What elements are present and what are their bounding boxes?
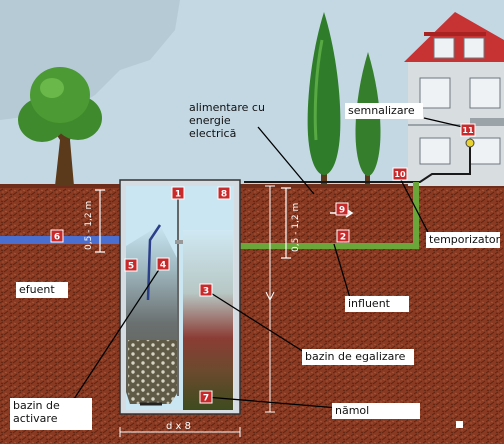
svg-text:11: 11 [462, 126, 474, 135]
svg-text:9: 9 [339, 206, 345, 216]
marker-1: 1 [171, 186, 185, 200]
power-cable [244, 146, 471, 183]
svg-text:8: 8 [221, 190, 227, 200]
marker-7: 7 [199, 390, 213, 404]
marker-6: 6 [50, 229, 64, 243]
height-dim-right [265, 185, 275, 413]
marker-11: 11 [460, 123, 476, 137]
label-power-supply: alimentare cu energie electrică [189, 101, 265, 140]
depth-left-text: 0,5 - 1,2 m [84, 201, 94, 250]
marker-10: 10 [392, 167, 408, 181]
marker-5: 5 [124, 258, 138, 272]
label-equalization-basin: bazin de egalizare [302, 349, 414, 365]
marker-8: 8 [217, 186, 231, 200]
label-effluent: efuent [16, 282, 68, 298]
svg-text:3: 3 [203, 287, 209, 297]
width-dim [119, 427, 241, 437]
svg-text:2: 2 [340, 233, 346, 243]
depth-dim-right [281, 187, 291, 259]
tank [119, 179, 241, 415]
label-sludge: nămol [332, 403, 420, 419]
round-tree [18, 67, 102, 186]
house [404, 12, 504, 186]
small-white-square [456, 421, 463, 428]
equalization-chamber [183, 230, 233, 410]
marker-4: 4 [156, 257, 170, 271]
svg-text:10: 10 [394, 170, 406, 179]
svg-text:5: 5 [128, 262, 134, 272]
svg-text:7: 7 [203, 394, 209, 404]
cypress-tree-large [307, 12, 341, 186]
label-activation-basin: bazin de activare [10, 398, 92, 430]
marker-9: 9 [335, 202, 349, 216]
svg-text:6: 6 [54, 233, 60, 243]
marker-3: 3 [199, 283, 213, 297]
svg-text:1: 1 [175, 190, 181, 200]
sludge-layer [128, 340, 178, 404]
svg-text:4: 4 [160, 261, 166, 271]
marker-2: 2 [336, 229, 350, 243]
ground-line [0, 184, 504, 188]
label-timer: temporizator [426, 232, 500, 248]
label-signaling: semnalizare [345, 103, 423, 119]
width-text: d x 8 [166, 421, 191, 432]
depth-dim-left [95, 189, 105, 253]
influent-pipe [238, 182, 419, 249]
label-influent: influent [345, 296, 409, 312]
air-lift-pipe [146, 224, 162, 301]
signal-lamp-icon [465, 138, 475, 148]
depth-right-text: 0,5 - 1,2 m [291, 203, 301, 252]
